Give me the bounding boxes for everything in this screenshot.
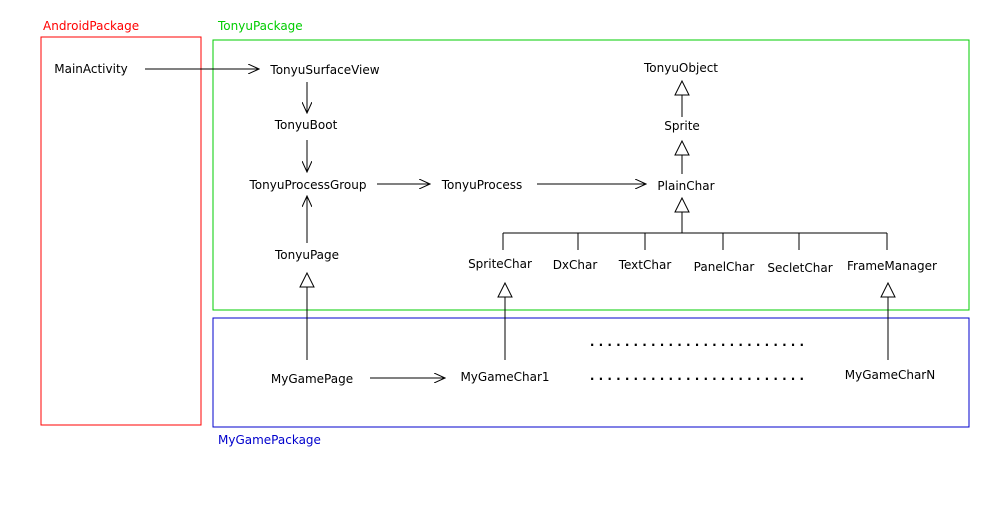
node-tonyu-surface-view: TonyuSurfaceView <box>269 63 379 77</box>
inherit-triangle-object <box>674 79 690 96</box>
node-seclet-char: SecletChar <box>767 261 832 275</box>
tonyu-package-frame <box>212 39 970 311</box>
node-plain-char: PlainChar <box>657 179 714 193</box>
inherit-triangle-tonyupage <box>299 271 315 288</box>
node-dx-char: DxChar <box>553 258 598 272</box>
node-my-game-char-n: MyGameCharN <box>845 368 935 382</box>
node-tonyu-page: TonyuPage <box>274 248 339 262</box>
node-main-activity: MainActivity <box>54 62 128 76</box>
node-frame-manager: FrameManager <box>847 259 937 273</box>
node-sprite: Sprite <box>664 119 700 133</box>
android-package-frame <box>40 36 202 426</box>
node-tonyu-object: TonyuObject <box>643 61 718 75</box>
inherit-triangle-framemanager <box>880 281 896 298</box>
node-tonyu-process-group: TonyuProcessGroup <box>249 178 367 192</box>
node-my-game-char1: MyGameChar1 <box>460 370 549 384</box>
ellipsis-top: . . . . . . . . . . . . . . . . . . . . … <box>590 335 804 349</box>
inherit-triangle-spritechar <box>497 281 513 298</box>
node-sprite-char: SpriteChar <box>468 257 532 271</box>
android-package-label: AndroidPackage <box>43 19 139 33</box>
node-tonyu-process: TonyuProcess <box>441 178 522 192</box>
ellipsis-bottom: . . . . . . . . . . . . . . . . . . . . … <box>590 369 804 383</box>
inherit-triangle-sprite <box>674 139 690 156</box>
mygame-package-frame <box>212 317 970 428</box>
node-text-char: TextChar <box>618 258 672 272</box>
mygame-package-label: MyGamePackage <box>218 433 321 447</box>
node-tonyu-boot: TonyuBoot <box>274 118 338 132</box>
inherit-triangle-plainchar <box>674 196 690 213</box>
tonyu-package-label: TonyuPackage <box>217 19 303 33</box>
node-panel-char: PanelChar <box>694 260 755 274</box>
node-my-game-page: MyGamePage <box>271 372 353 386</box>
